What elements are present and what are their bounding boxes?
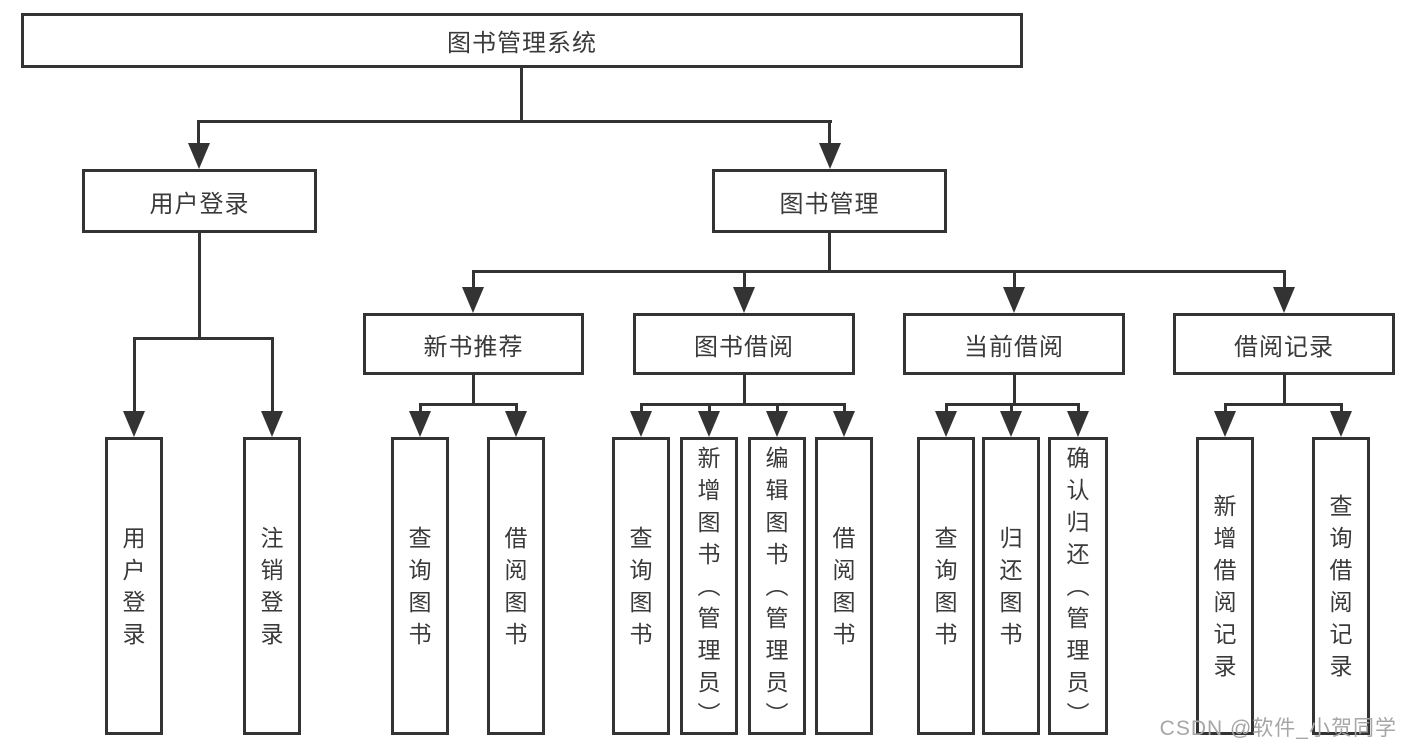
connector-line	[1339, 403, 1343, 415]
arrow-down-icon	[698, 411, 720, 437]
connector-line	[132, 337, 274, 340]
connector-line	[197, 120, 832, 123]
arrow-down-icon	[630, 411, 652, 437]
node-borrowing-records: 借阅记录	[1173, 313, 1395, 375]
arrow-down-icon	[1273, 287, 1295, 313]
arrow-down-icon	[187, 143, 210, 169]
connector-line	[742, 375, 746, 406]
arrow-down-icon	[462, 287, 484, 313]
connector-line	[742, 270, 746, 290]
connector-line	[197, 120, 200, 148]
connector-line	[1012, 375, 1016, 406]
connector-line	[471, 375, 475, 406]
arrow-down-icon	[505, 411, 527, 437]
connector-line	[471, 270, 1286, 273]
connector-line	[418, 403, 518, 406]
arrow-down-icon	[733, 287, 755, 313]
connector-line	[707, 403, 711, 415]
arrow-down-icon	[766, 411, 788, 437]
connector-line	[1009, 403, 1013, 415]
arrow-down-icon	[1067, 411, 1089, 437]
connector-line	[1012, 270, 1016, 290]
arrow-down-icon	[1000, 411, 1022, 437]
connector-line	[828, 233, 831, 273]
arrow-down-icon	[123, 411, 145, 437]
connector-line	[132, 337, 136, 415]
connector-line	[944, 403, 948, 415]
connector-line	[1282, 375, 1286, 406]
arrow-down-icon	[409, 411, 431, 437]
connector-line	[198, 233, 201, 339]
leaf-edit-books-admin: 编辑图书︵管理员︶	[748, 437, 806, 735]
connector-line	[270, 337, 274, 415]
leaf-query-books-recommend: 查询图书	[391, 437, 449, 735]
leaf-query-books-borrowing: 查询图书	[612, 437, 670, 735]
leaf-add-books-admin: 新增图书︵管理员︶	[680, 437, 738, 735]
arrow-down-icon	[1003, 287, 1025, 313]
node-new-book-recommend: 新书推荐	[363, 313, 584, 375]
arrow-down-icon	[1330, 411, 1352, 437]
connector-line	[639, 403, 846, 406]
csdn-watermark: CSDN @软件_小贺同学	[1159, 717, 1397, 740]
node-book-borrowing: 图书借阅	[633, 313, 855, 375]
connector-line	[775, 403, 779, 415]
connector-line	[514, 403, 518, 415]
node-user-login: 用户登录	[82, 169, 317, 233]
leaf-borrow-books-recommend: 借阅图书	[487, 437, 545, 735]
connector-line	[418, 403, 422, 415]
leaf-logout: 注销登录	[243, 437, 301, 735]
connector-line	[828, 120, 831, 148]
leaf-add-borrow-record: 新增借阅记录	[1196, 437, 1254, 735]
connector-line	[1223, 403, 1343, 406]
connector-line	[1223, 403, 1227, 415]
connector-line	[471, 270, 475, 290]
arrow-down-icon	[261, 411, 283, 437]
connector-line	[1282, 270, 1286, 290]
arrow-down-icon	[935, 411, 957, 437]
leaf-confirm-return-admin: 确认归还︵管理员︶	[1048, 437, 1108, 735]
node-library-management-system: 图书管理系统	[21, 13, 1023, 68]
connector-line	[520, 68, 523, 122]
leaf-borrow-books: 借阅图书	[815, 437, 873, 735]
arrow-down-icon	[833, 411, 855, 437]
node-book-management: 图书管理	[712, 169, 947, 233]
leaf-query-borrow-record: 查询借阅记录	[1312, 437, 1370, 735]
leaf-query-books-current: 查询图书	[917, 437, 975, 735]
leaf-return-books: 归还图书	[982, 437, 1040, 735]
connector-line	[639, 403, 643, 415]
leaf-user-login: 用户登录	[105, 437, 163, 735]
connector-line	[1076, 403, 1080, 415]
arrow-down-icon	[818, 143, 841, 169]
arrow-down-icon	[1214, 411, 1236, 437]
connector-line	[842, 403, 846, 415]
node-current-borrowing: 当前借阅	[903, 313, 1125, 375]
